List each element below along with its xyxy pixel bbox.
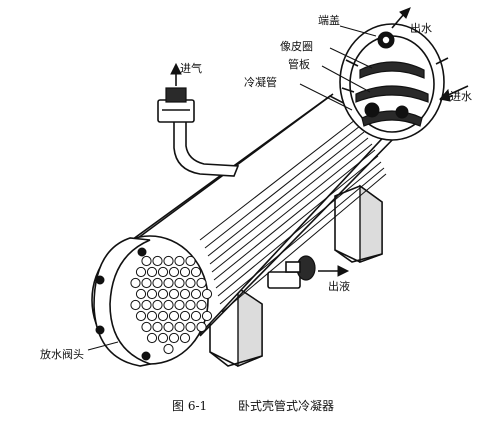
- tube-hole: [141, 255, 152, 267]
- tube-hole: [201, 288, 213, 300]
- label-drain-valve: 放水阀头: [40, 347, 84, 361]
- tube-hole: [157, 266, 169, 278]
- caption-title: 卧式壳管式冷凝器: [238, 398, 334, 413]
- caption-number: 图 6-1: [172, 399, 207, 413]
- tube-hole: [168, 332, 180, 344]
- tube-hole: [163, 277, 174, 289]
- tube-hole: [168, 266, 180, 278]
- tube-hole: [168, 288, 180, 300]
- tube-hole: [163, 299, 174, 311]
- tube-hole: [157, 288, 169, 300]
- tube-hole: [190, 266, 202, 278]
- callout-leaders: [87, 25, 377, 351]
- label-water-outlet: 出水: [410, 21, 432, 35]
- tube-hole: [174, 255, 185, 267]
- tube-hole: [185, 299, 196, 311]
- label-liquid-outlet: 出液: [328, 279, 350, 293]
- tube-hole: [179, 310, 191, 322]
- tube-hole: [141, 277, 152, 289]
- tube-hole: [141, 321, 152, 333]
- front-tube-holes: [130, 255, 213, 355]
- tube-hole: [152, 277, 163, 289]
- tube-hole: [190, 288, 202, 300]
- tube-hole: [135, 310, 147, 322]
- label-rubber-ring: 像皮圈: [280, 40, 313, 53]
- liquid-outlet-valve: [267, 255, 350, 289]
- label-end-cover: 端盖: [318, 13, 340, 27]
- tube-hole: [174, 299, 185, 311]
- tube-hole: [163, 321, 174, 333]
- tube-hole: [130, 277, 141, 289]
- tube-hole: [135, 288, 147, 300]
- tube-hole: [196, 277, 207, 289]
- tube-hole: [174, 277, 185, 289]
- tube-hole: [135, 266, 147, 278]
- steam-inlet-pipe: [157, 62, 240, 177]
- tube-hole: [152, 299, 163, 311]
- tube-hole: [146, 310, 158, 322]
- tube-hole: [157, 310, 169, 322]
- rear-end-cover: [339, 7, 469, 141]
- tube-hole: [163, 343, 174, 355]
- tube-hole: [146, 288, 158, 300]
- tube-hole: [163, 255, 174, 267]
- support-saddle-rear: [334, 184, 383, 263]
- tube-hole: [146, 266, 158, 278]
- tube-hole: [168, 310, 180, 322]
- tube-hole: [179, 332, 191, 344]
- tube-hole: [152, 255, 163, 267]
- label-steam-inlet: 进气: [180, 61, 202, 75]
- tube-hole: [141, 299, 152, 311]
- label-tube-sheet: 管板: [288, 57, 310, 71]
- tube-hole: [157, 332, 169, 344]
- tube-hole: [185, 321, 196, 333]
- label-water-inlet: 进水: [450, 90, 472, 103]
- tube-hole: [190, 310, 202, 322]
- tube-hole: [179, 288, 191, 300]
- tube-hole: [185, 255, 196, 267]
- tube-hole: [196, 299, 207, 311]
- tube-hole: [196, 321, 207, 333]
- tube-hole: [130, 299, 141, 311]
- tube-hole: [146, 332, 158, 344]
- tube-hole: [152, 321, 163, 333]
- tube-hole: [185, 277, 196, 289]
- tube-hole: [201, 310, 213, 322]
- tube-hole: [174, 321, 185, 333]
- tube-hole: [179, 266, 191, 278]
- label-condenser-tube: 冷凝管: [244, 75, 277, 89]
